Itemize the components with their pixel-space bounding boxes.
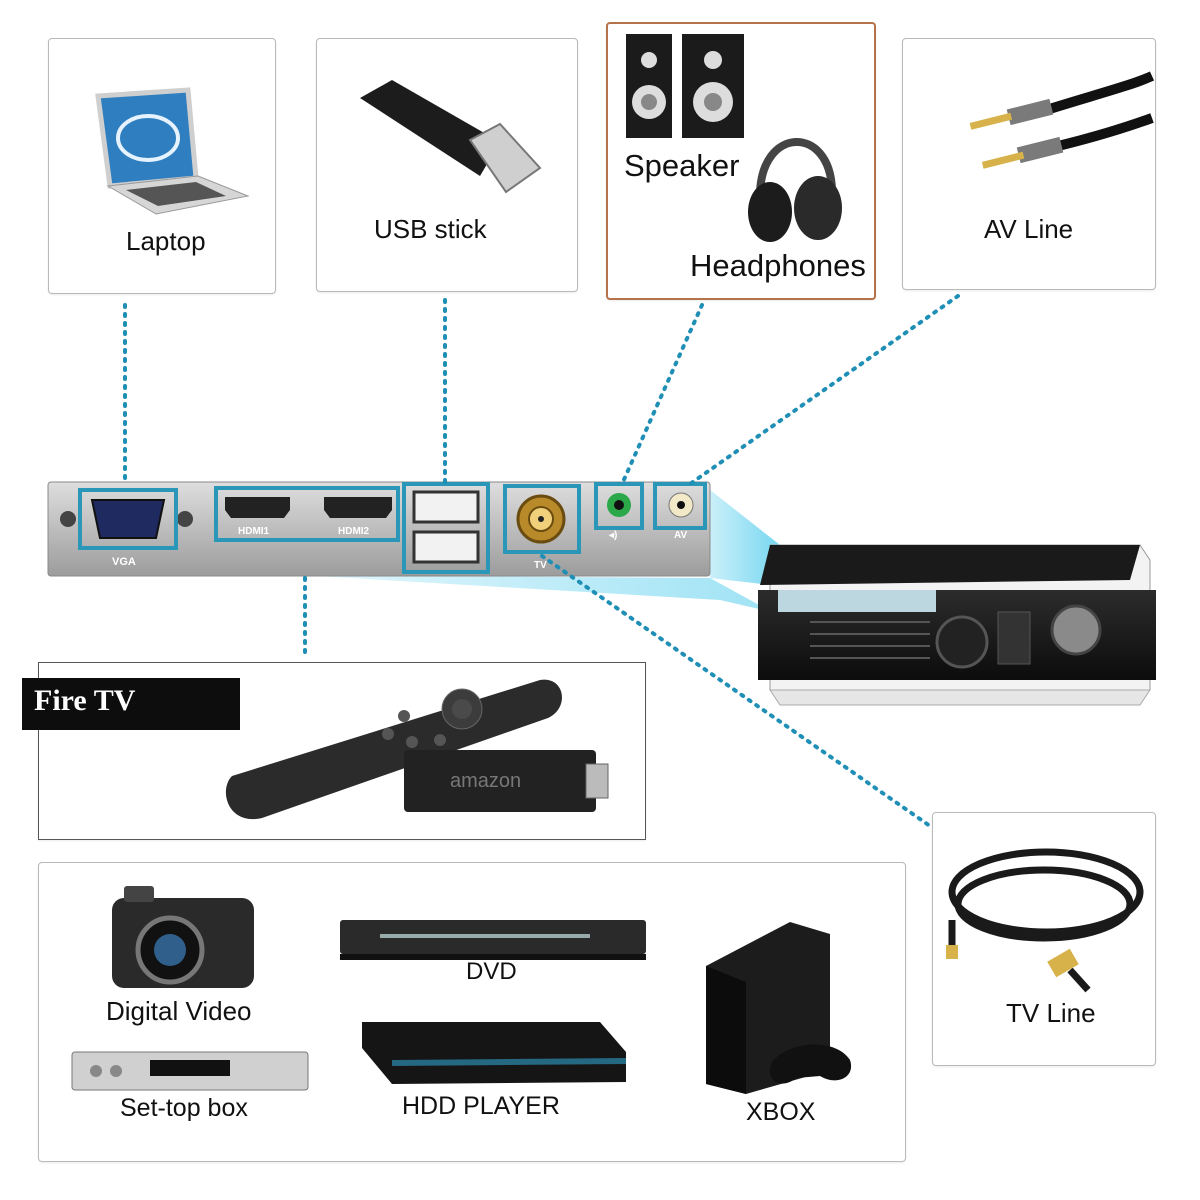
hdd-player-label: HDD PLAYER [402, 1092, 560, 1120]
port-audio-label: ◂) [609, 530, 618, 541]
set-top-box-drawing [71, 1051, 309, 1091]
xbox-label: XBOX [746, 1098, 816, 1126]
projector-drawing [758, 544, 1156, 706]
usb-stick-label: USB stick [374, 214, 487, 244]
fire-tv-banner [22, 678, 240, 730]
headphones-label: Headphones [690, 248, 866, 283]
tv-line-label: TV Line [1006, 998, 1096, 1028]
port-hdmi1-label: HDMI1 [238, 526, 270, 537]
port-hdmi2-label: HDMI2 [338, 526, 370, 537]
port-vga-label: VGA [112, 556, 136, 568]
usb-stick-drawing [360, 80, 542, 194]
tv-line-drawing [948, 848, 1144, 993]
dvd-label: DVD [466, 958, 517, 985]
av-line-label: AV Line [984, 214, 1074, 244]
beam [700, 482, 780, 585]
camera-drawing [112, 886, 254, 988]
speakers-drawing [626, 34, 744, 138]
laptop-label: Laptop [126, 226, 206, 256]
speaker-label: Speaker [624, 148, 740, 183]
rear-panel [47, 481, 711, 577]
xbox-drawing [706, 922, 852, 1094]
port-av-label: AV [674, 530, 688, 541]
digital-video-label: Digital Video [106, 996, 252, 1026]
laptop-drawing [95, 87, 250, 215]
headphones-drawing [748, 138, 842, 242]
set-top-box-label: Set-top box [120, 1094, 248, 1122]
beam-lower [300, 575, 772, 612]
tv-line-plug [946, 945, 958, 959]
hdd-player-drawing [362, 1022, 626, 1084]
port-tv-label: TV [534, 560, 547, 571]
fire-tv-drawing [225, 679, 609, 820]
fire-tv-label: Fire TV [34, 684, 136, 717]
av-line-drawing [969, 71, 1155, 169]
av-line-box [902, 38, 1156, 290]
tv-line-plug-2 [1047, 948, 1079, 978]
connector-lines [123, 294, 960, 828]
dvd-drawing [340, 920, 646, 960]
amazon-mark: amazon [450, 770, 522, 792]
